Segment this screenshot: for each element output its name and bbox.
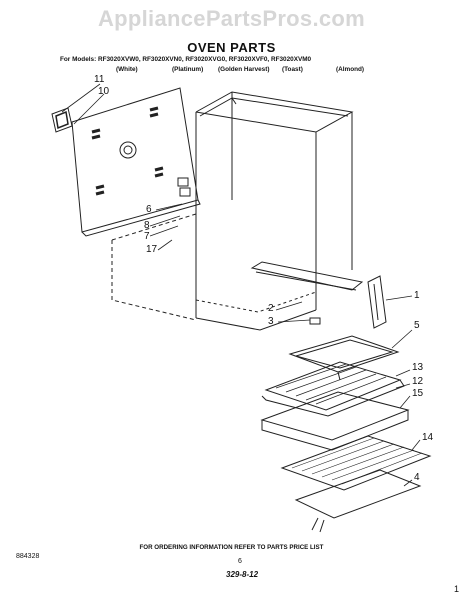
oven-frame	[111, 91, 354, 331]
callout-14: 14	[422, 432, 434, 443]
ordering-note: FOR ORDERING INFORMATION REFER TO PARTS …	[139, 544, 324, 551]
callout-13: 13	[412, 362, 424, 373]
callout-5: 5	[414, 320, 420, 331]
handwritten-note: 329-8-12	[226, 570, 259, 579]
watermark: AppliancePartsPros.com	[97, 6, 366, 31]
callout-8: 8	[144, 220, 150, 231]
callout-6: 6	[146, 204, 152, 215]
callout-3: 3	[268, 316, 274, 327]
back-panel	[71, 87, 201, 237]
callout-10: 10	[98, 86, 110, 97]
callout-17: 17	[146, 244, 158, 255]
color-platinum: (Platinum)	[172, 66, 204, 73]
color-golden-harvest: (Golden Harvest)	[218, 66, 270, 73]
document-code: 884328	[16, 553, 40, 560]
cover-plate	[51, 107, 73, 133]
side-panel	[367, 275, 387, 329]
callout-4: 4	[414, 472, 420, 483]
page-number: 6	[238, 558, 242, 565]
oven-rack	[280, 435, 432, 491]
bracket	[309, 317, 321, 325]
bake-element	[288, 335, 400, 381]
callout-7: 7	[144, 231, 150, 242]
callout-12: 12	[412, 376, 424, 387]
color-white: (White)	[116, 66, 138, 73]
broil-element	[294, 469, 422, 533]
leader-lines	[61, 83, 421, 487]
callout-11: 11	[94, 74, 105, 85]
color-almond: (Almond)	[336, 66, 365, 73]
models-line: For Models: RF3020XVW0, RF3020XVN0, RF30…	[60, 56, 312, 63]
callout-15: 15	[412, 388, 424, 399]
callout-2: 2	[268, 303, 274, 314]
page-title: OVEN PARTS	[187, 40, 276, 55]
broiler-pan	[260, 391, 410, 451]
callout-1: 1	[414, 290, 420, 301]
pan-rails	[250, 261, 364, 291]
corner-mark: 1	[454, 584, 460, 594]
color-toast: (Toast)	[282, 66, 303, 73]
